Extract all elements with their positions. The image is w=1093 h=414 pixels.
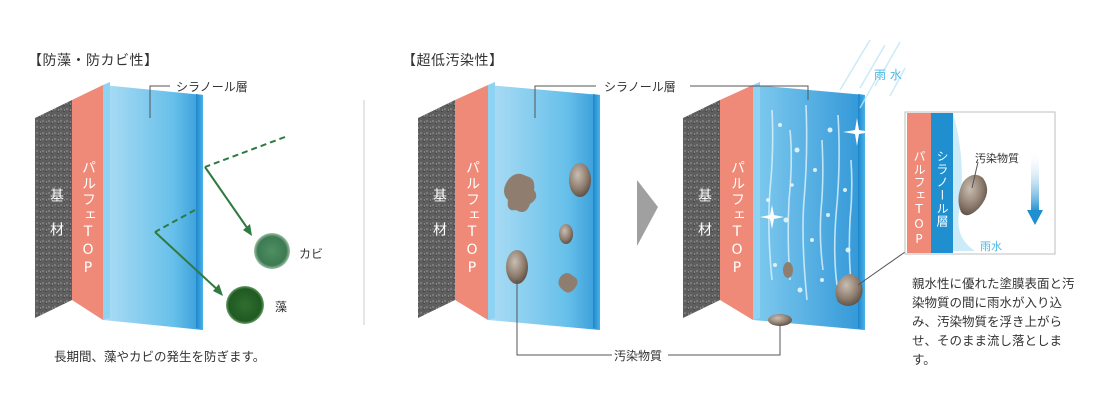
before-dirt — [504, 163, 591, 293]
transition-arrow-icon — [637, 180, 658, 246]
algae-icon — [226, 286, 264, 324]
dirt-label: 汚染物質 — [614, 349, 663, 363]
mold-icon — [254, 233, 290, 269]
after-layer-leader — [690, 85, 809, 100]
inset-layer-label: シラノール層 — [935, 150, 949, 228]
left-substrate-block — [35, 100, 72, 318]
left-coating-label: パルフェTOP — [80, 160, 96, 278]
inset-connector — [857, 251, 906, 286]
right-section-title: 【超低汚染性】 — [402, 53, 504, 69]
before-substrate-label: 基 材 — [431, 188, 447, 238]
mold-label: カビ — [299, 247, 324, 261]
left-coating-layer — [72, 85, 103, 320]
algae-label: 藻 — [275, 300, 288, 314]
after-panel-layers — [683, 82, 865, 330]
right-layer-label: シラノール層 — [604, 80, 676, 94]
right-note: 親水性に優れた塗膜表面と汚染物質の間に雨水が入り込み、汚染物質を浮き上がらせ、そ… — [912, 276, 1075, 367]
left-layer-label: シラノール層 — [176, 80, 248, 94]
inset-coating-label: パルフェTOP — [912, 150, 926, 247]
left-section-title: 【防藻・防カビ性】 — [28, 53, 159, 69]
left-substrate-label: 基 材 — [48, 188, 64, 238]
after-substrate-label: 基 材 — [696, 188, 712, 238]
before-coating-label: パルフェTOP — [464, 160, 480, 278]
inset-rain-label: 雨水 — [980, 240, 1002, 253]
sparkle-icon — [760, 118, 871, 229]
inset-dirt-label: 汚染物質 — [975, 152, 1019, 165]
after-coating-label: パルフェTOP — [729, 160, 745, 278]
inset-detail — [904, 111, 1056, 255]
left-caption: 長期間、藻やカビの発生を防ぎます。 — [54, 349, 266, 364]
after-dirt — [768, 262, 863, 326]
before-layer-leader — [534, 85, 596, 118]
left-panel-layers — [35, 82, 203, 330]
dirt-leader — [516, 280, 612, 356]
left-silanol-layer — [103, 85, 203, 330]
left-arrows — [154, 136, 286, 296]
water-droplets — [768, 104, 853, 301]
dirt-leader-2 — [668, 325, 781, 356]
rain-label: 雨 水 — [874, 68, 902, 82]
left-layer-leader — [149, 85, 170, 118]
rain-icon — [839, 39, 906, 109]
